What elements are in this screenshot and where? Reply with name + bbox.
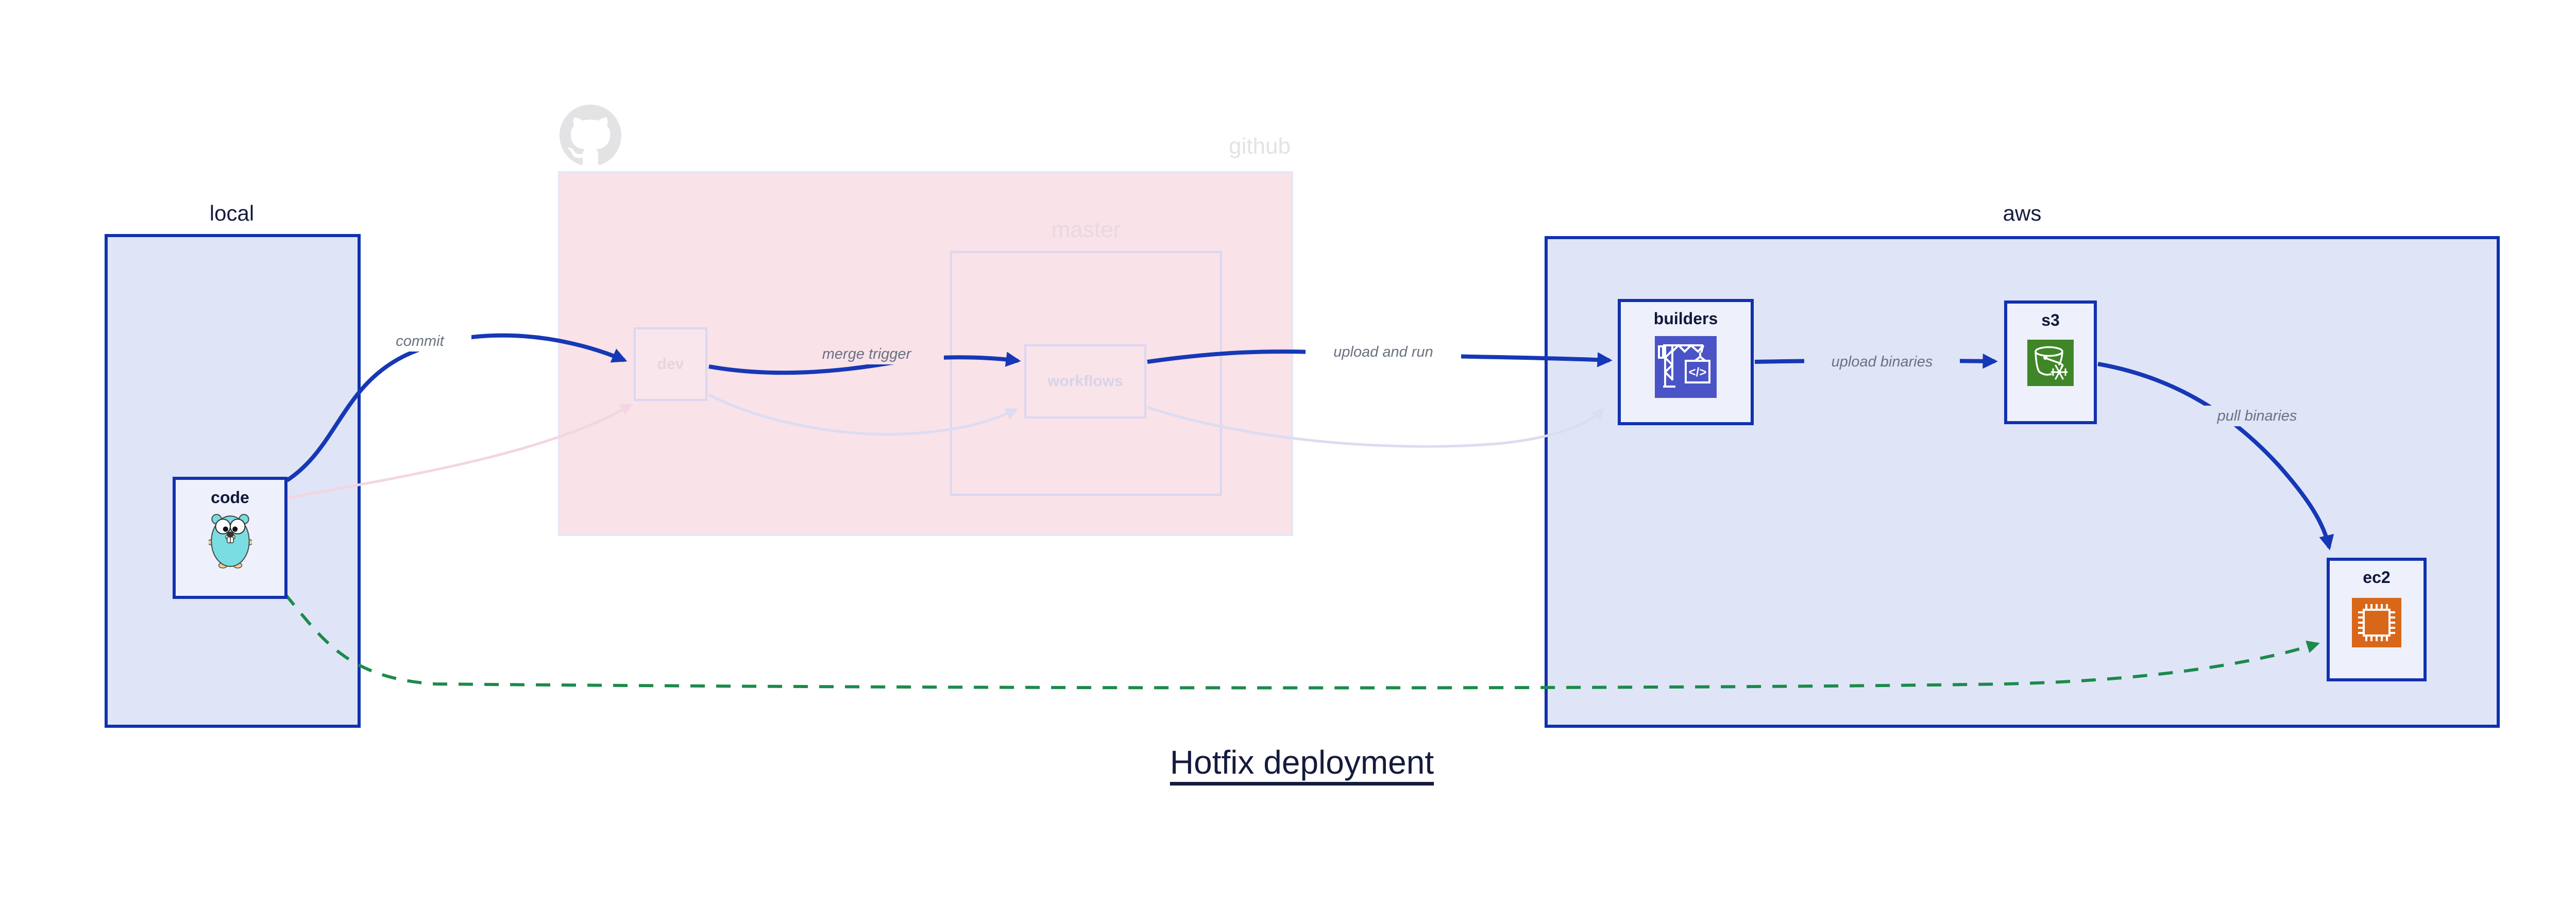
aws-ec2-chip-icon	[2352, 598, 2401, 647]
node-builders: builders </>	[1618, 299, 1754, 425]
edge-hotfix-dashed	[283, 593, 2320, 690]
node-builders-label: builders	[1653, 309, 1718, 328]
node-s3: s3	[2004, 300, 2097, 424]
edge-commit	[285, 333, 628, 482]
edge-label-upload-and-run: upload and run	[1306, 342, 1461, 362]
node-ec2: ec2	[2327, 558, 2427, 681]
local-region-label: local	[209, 201, 255, 225]
codebuild-code-glyph: </>	[1689, 365, 1707, 379]
edge-label-commit: commit	[368, 331, 471, 352]
edge-faded-merge	[708, 393, 1019, 436]
github-octocat-icon	[560, 105, 621, 165]
edge-label-merge-trigger: merge trigger	[789, 344, 944, 364]
node-workflows-label: workflows	[1047, 373, 1123, 390]
aws-s3-glacier-bucket-icon	[2027, 340, 2074, 386]
node-code: code	[173, 477, 287, 599]
node-s3-label: s3	[2041, 311, 2060, 329]
edge-faded-commit	[287, 404, 633, 499]
node-dev: dev	[634, 327, 707, 401]
node-ec2-label: ec2	[2363, 568, 2391, 587]
node-dev-label: dev	[657, 355, 684, 373]
github-region-label: github	[1229, 133, 1291, 159]
go-gopher-icon	[208, 514, 252, 569]
aws-codebuild-icon: </>	[1655, 336, 1717, 398]
node-code-label: code	[211, 488, 249, 507]
edge-label-pull-binaries: pull binaries	[2180, 406, 2334, 426]
master-region-label: master	[1051, 217, 1121, 242]
edge-label-upload-binaries: upload binaries	[1804, 352, 1960, 372]
edge-faded-upload	[1147, 406, 1604, 448]
node-workflows: workflows	[1024, 344, 1146, 419]
edge-pull-binaries	[2097, 362, 2334, 550]
diagram-title: Hotfix deployment	[1170, 744, 1434, 781]
master-region-box	[950, 251, 1222, 496]
aws-region-label: aws	[2003, 201, 2042, 225]
